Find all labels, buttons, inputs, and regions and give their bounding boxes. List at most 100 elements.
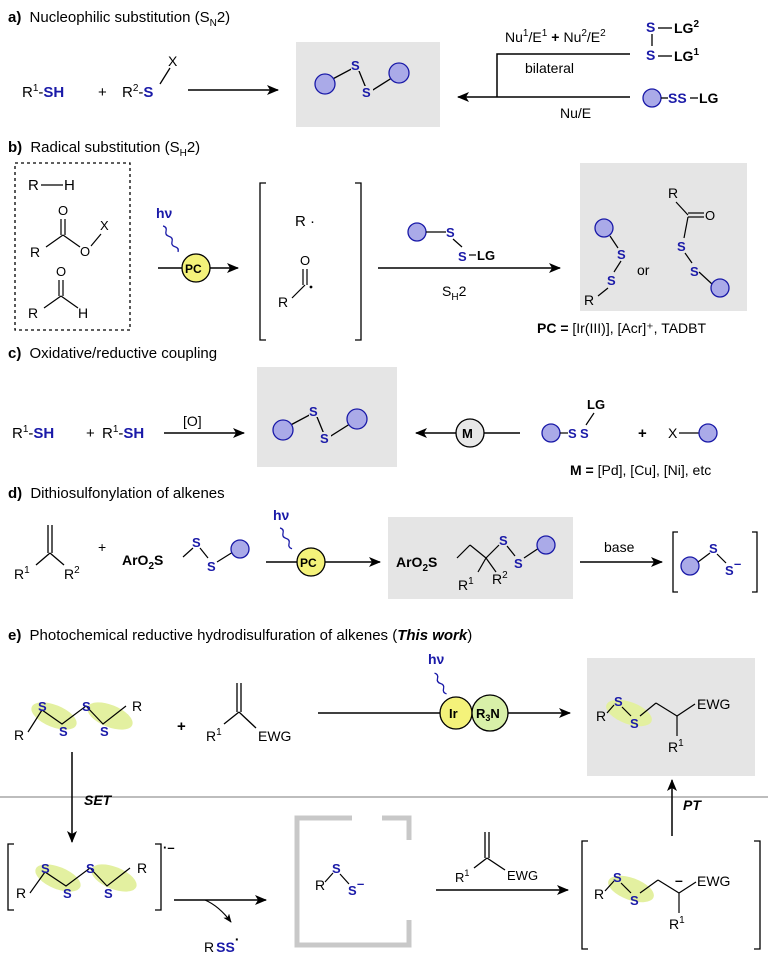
- leaving-x: X: [168, 53, 178, 69]
- pt-label: PT: [683, 797, 702, 813]
- pc-definition: PC = [Ir(III)], [Acr]⁺, TADBT: [537, 320, 707, 336]
- svg-text:PC: PC: [185, 262, 202, 276]
- svg-text:S: S: [646, 19, 655, 35]
- svg-text:S: S: [351, 58, 360, 73]
- set-label: SET: [84, 792, 113, 808]
- svg-text:R: R: [28, 305, 38, 321]
- svg-text:+: +: [98, 539, 106, 555]
- light-wave-icon: [279, 527, 293, 550]
- svg-text:–: –: [675, 872, 683, 888]
- svg-text:S: S: [646, 47, 655, 63]
- alkene-substrate: R1 R2: [14, 525, 80, 582]
- section-c: c) Oxidative/reductive coupling R1-SH + …: [8, 345, 718, 478]
- svg-text:S: S: [59, 724, 68, 739]
- acyloxy-substrate: O R O X: [30, 203, 109, 260]
- svg-text:S: S: [458, 249, 467, 264]
- section-title: Radical substitution (S: [30, 139, 179, 156]
- ss-lg-reagent: S S LG: [407, 222, 495, 264]
- light-wave-icon: [162, 225, 179, 253]
- svg-text:EWG: EWG: [507, 868, 538, 883]
- svg-text:H: H: [64, 177, 75, 194]
- thiosulfonate-reagent: ArO2S S S: [122, 535, 250, 574]
- svg-text:ArO2S: ArO2S: [396, 554, 437, 574]
- svg-text:R: R: [14, 727, 24, 743]
- svg-text:R: R: [16, 885, 26, 901]
- svg-text:S: S: [63, 886, 72, 901]
- svg-text:O: O: [58, 203, 68, 218]
- disulfide-product: S S: [314, 58, 410, 100]
- base-label: base: [604, 539, 635, 555]
- svg-text:EWG: EWG: [697, 873, 730, 889]
- tetrasulfide-radical-anion: R S S S S R ·–: [7, 840, 175, 911]
- svg-text:LG: LG: [477, 248, 495, 263]
- acyl-radical: O R: [278, 253, 313, 310]
- curved-release-arrow: [204, 899, 232, 923]
- aldehyde-substrate: O R H: [28, 264, 88, 321]
- alkyl-radical: R ·: [295, 213, 315, 230]
- svg-text:R: R: [584, 292, 594, 308]
- svg-text:R: R: [668, 185, 678, 201]
- photocatalyst-icon: [181, 253, 211, 283]
- svg-text:S: S: [499, 533, 508, 548]
- light-wave-icon: [434, 672, 447, 695]
- disulfide-product: S S: [272, 404, 368, 446]
- amine-reductant-icon: [471, 694, 509, 732]
- svg-text:R1: R1: [669, 915, 685, 932]
- svg-text:S: S: [320, 431, 329, 446]
- svg-text:R2: R2: [64, 565, 80, 582]
- section-title: Oxidative/reductive coupling: [30, 345, 218, 362]
- svg-text:R: R: [596, 708, 606, 724]
- svg-text:S: S: [514, 556, 523, 571]
- svg-text:S: S: [348, 883, 357, 898]
- svg-text:O: O: [56, 264, 66, 279]
- thiol-r1sh: R1-SH: [102, 424, 144, 442]
- svg-text:S: S: [38, 699, 47, 714]
- bilateral-reagents: Nu1/E1+Nu2/E2: [505, 28, 606, 45]
- svg-text:R1: R1: [668, 738, 684, 755]
- svg-text:–: –: [734, 556, 741, 571]
- section-title: Nucleophilic substitution (S: [30, 9, 210, 26]
- svg-text:S: S: [309, 404, 318, 419]
- svg-text:LG2: LG2: [674, 19, 699, 36]
- alkyl-disulfide-product: S S R: [584, 218, 626, 308]
- section-b: b) Radical substitution (SH2) R H O R O …: [8, 139, 747, 341]
- svg-text:M: M: [462, 426, 473, 441]
- ss-lg-reagent: SS LG: [642, 88, 719, 108]
- nu-e-label: Nu/E: [560, 105, 591, 121]
- light-label: hν: [428, 651, 445, 667]
- svg-text:R1: R1: [458, 576, 474, 593]
- svg-text:b) Radical substitution: b) Radical substitution (SH2): [8, 139, 200, 159]
- section-label: b): [8, 139, 22, 156]
- svg-text:S: S: [709, 541, 718, 556]
- carbanion-intermediate: R S S EWG – R1: [581, 840, 761, 950]
- svg-text:S: S: [192, 535, 201, 550]
- product-box: [388, 517, 573, 599]
- section-d: d) Dithiosulfonylation of alkenes R1 R2 …: [8, 485, 758, 599]
- aryl-group: [698, 423, 718, 443]
- svg-text:PC: PC: [300, 556, 317, 570]
- metal-definition: M = [Pd], [Cu], [Ni], etc: [570, 462, 711, 478]
- hydrodisulfuration-product: R S S EWG R1: [596, 694, 730, 755]
- product-box: [257, 367, 397, 467]
- or-label: or: [637, 262, 650, 278]
- svg-text:S: S: [614, 694, 623, 709]
- svg-text:R: R: [30, 244, 40, 260]
- svg-text:S: S: [362, 85, 371, 100]
- bis-leaving-group-reagent: S S LG2 LG1: [646, 19, 699, 64]
- svg-text:R: R: [28, 177, 39, 194]
- svg-text:S: S: [82, 699, 91, 714]
- svg-text:a) Nucleophilic substitu: a) Nucleophilic substitution (SN2): [8, 9, 230, 29]
- svg-text:R: R: [278, 294, 288, 310]
- section-title: Photochemical reductive hydrodisulfurati…: [30, 627, 398, 644]
- svg-text:S: S: [617, 247, 626, 262]
- svg-text:c) Oxidative/reductive c: c) Oxidative/reductive coupling: [8, 345, 217, 362]
- light-label: hν: [156, 205, 173, 221]
- section-e: e) Photochemical reductive hydrodisulfur…: [0, 627, 768, 955]
- bilateral-arrow-line: [496, 53, 630, 97]
- svg-text:S: S: [100, 724, 109, 739]
- dithiosulfonylation-product: ArO2S S S R1 R2: [396, 533, 556, 593]
- svg-text:S: S: [630, 893, 639, 908]
- sh2-label: SH2: [442, 283, 467, 303]
- svg-text:+: +: [177, 718, 186, 735]
